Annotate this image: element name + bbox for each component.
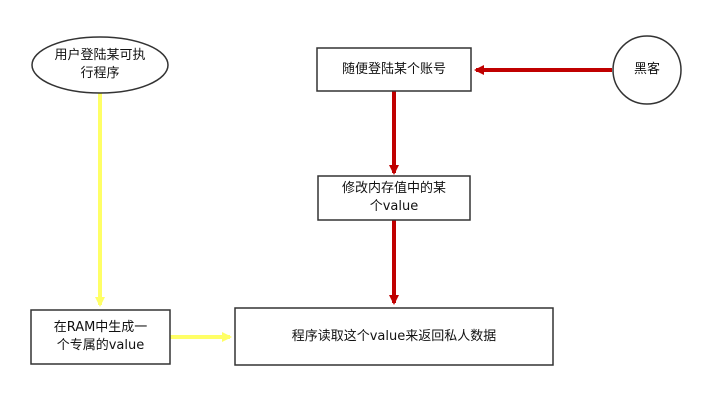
hacker-label: 黑客 xyxy=(633,62,660,77)
ram-value-shape xyxy=(30,309,171,365)
modify-memory-label: 修改内存值中的某 个value xyxy=(341,181,446,214)
modify-memory-shape xyxy=(317,175,471,221)
user-login-shape xyxy=(31,36,169,94)
hacker-shape xyxy=(612,35,682,105)
ram-value-label: 在RAM中生成一 个专属的value xyxy=(53,320,148,353)
program-read-label: 程序读取这个value来返回私人数据 xyxy=(291,328,497,344)
random-login-shape xyxy=(316,47,472,92)
random-login-label: 随便登陆某个账号 xyxy=(341,61,446,77)
user-login-label: 用户登陆某可执 行程序 xyxy=(54,48,146,81)
program-read-shape xyxy=(234,307,554,366)
